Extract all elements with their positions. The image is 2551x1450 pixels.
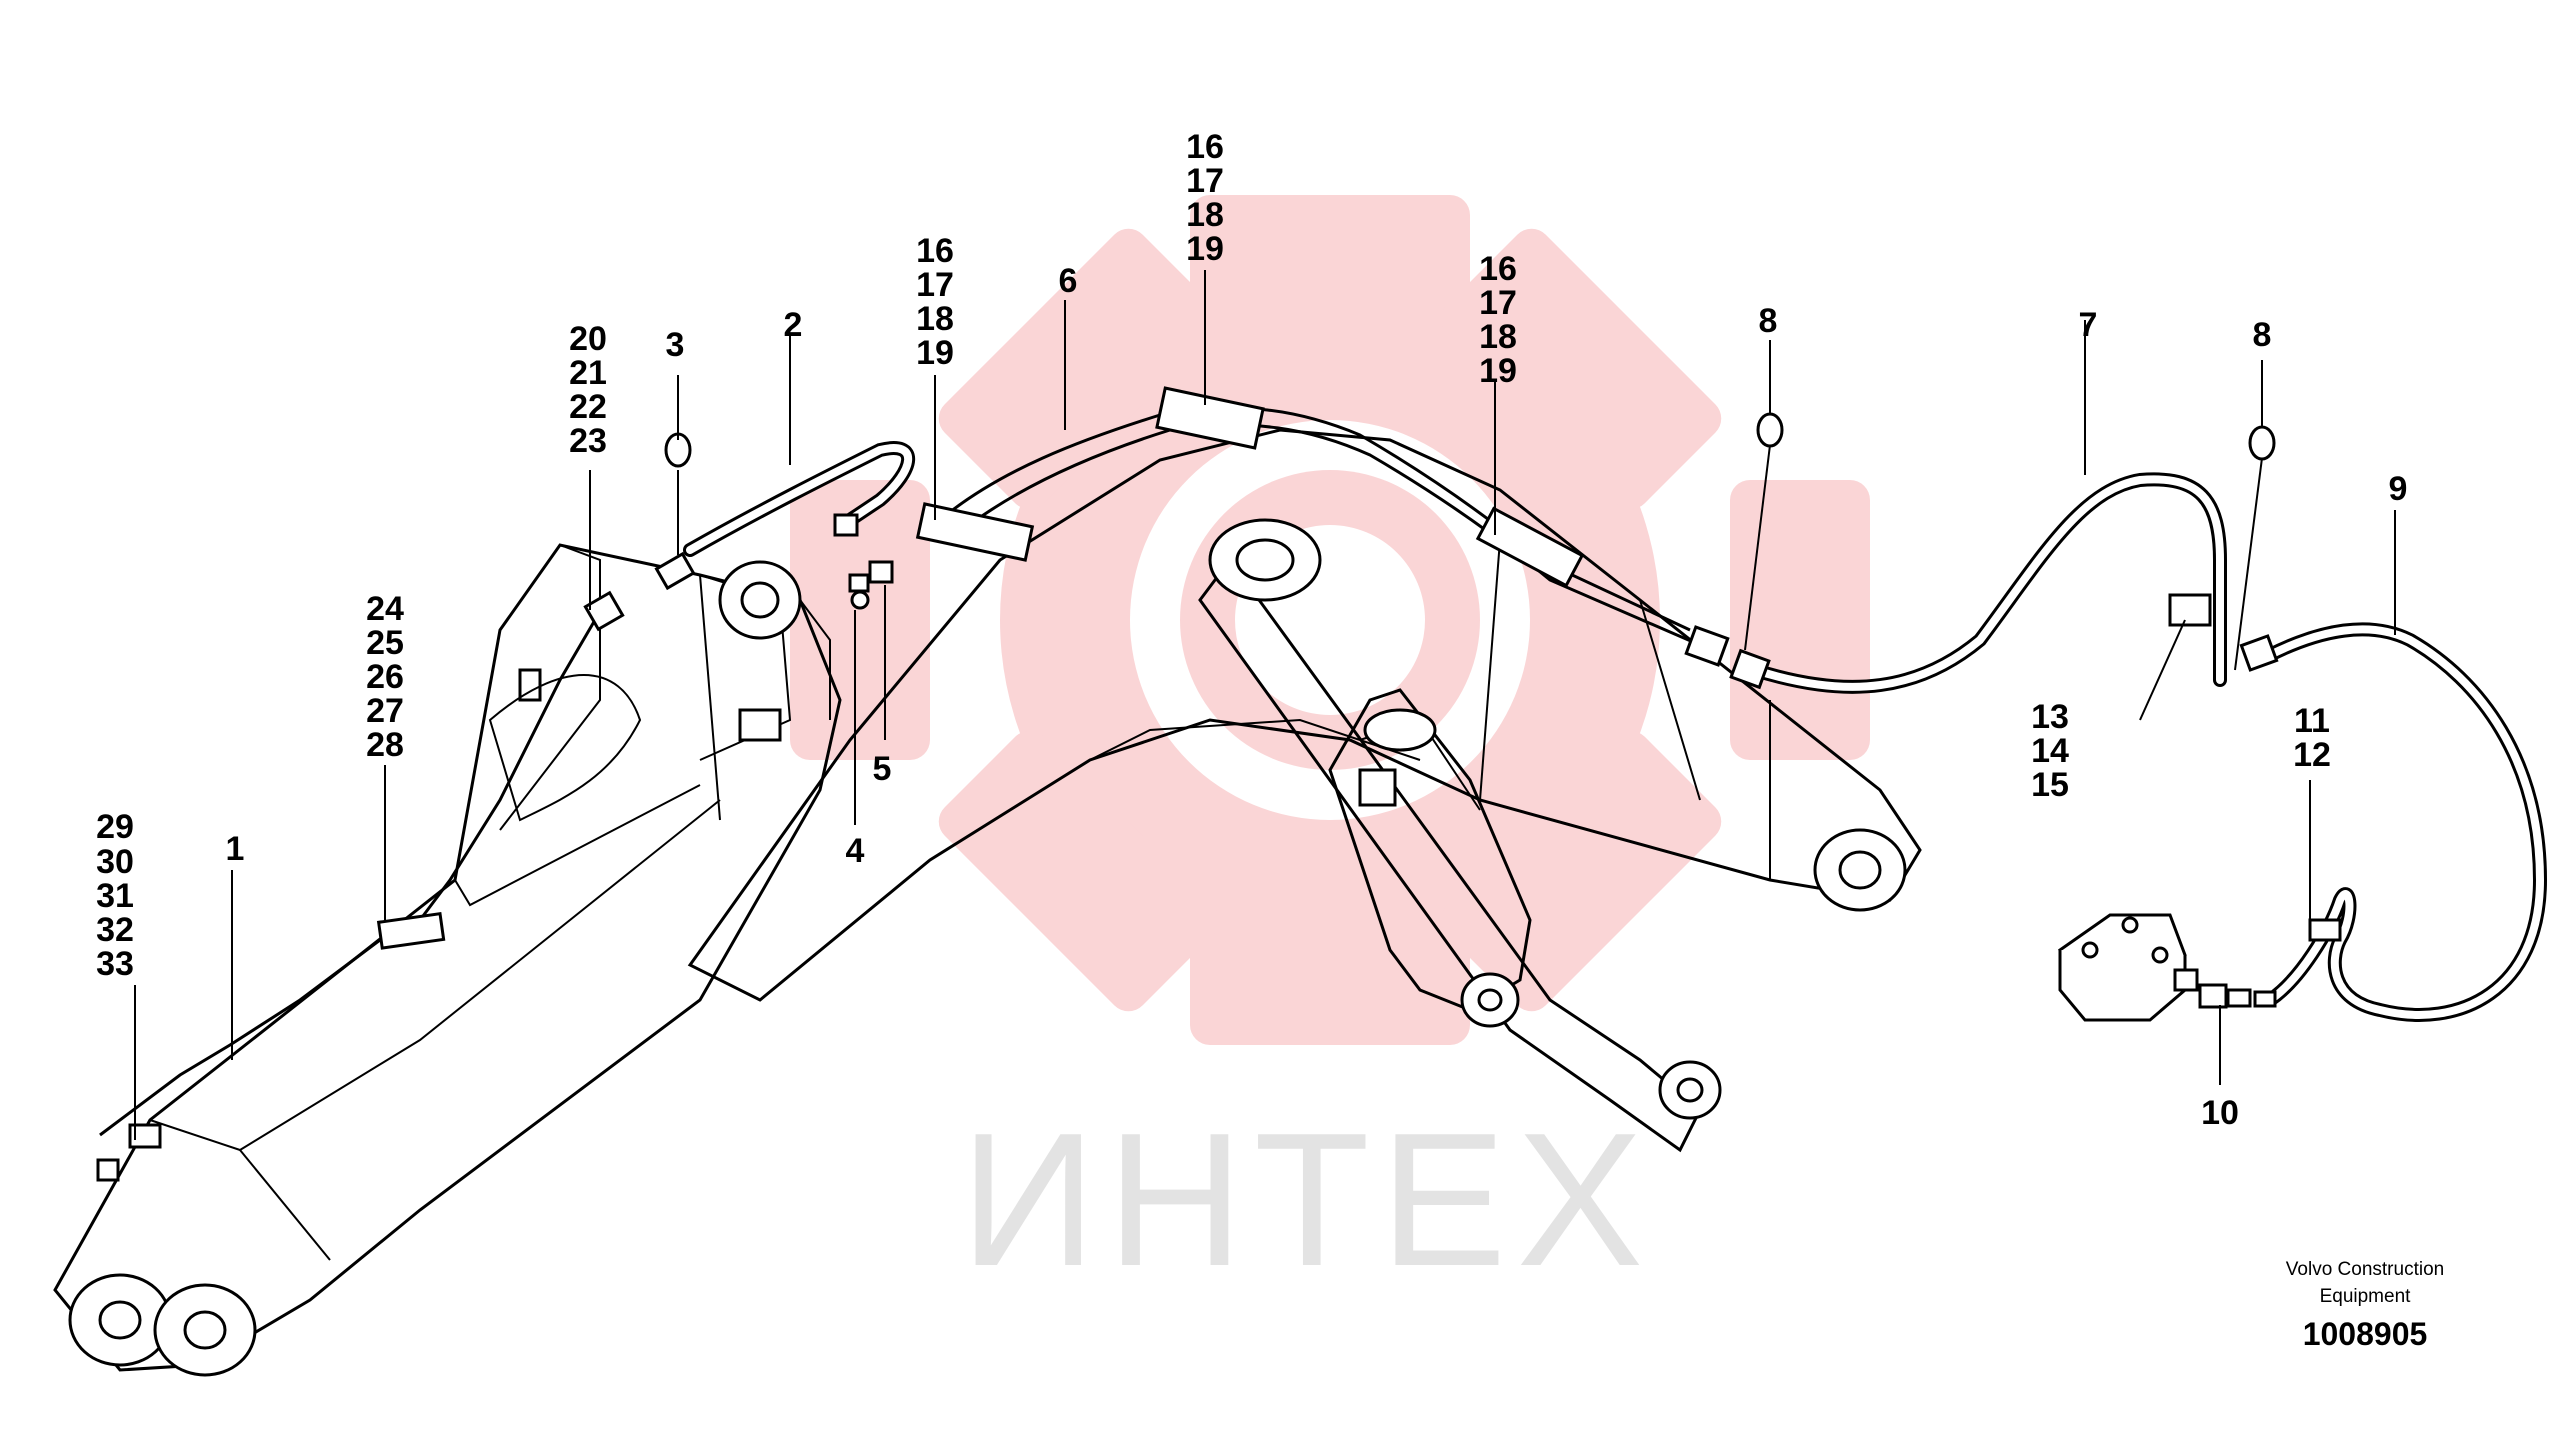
callout-17c: 17 [1479, 284, 1517, 322]
callout-8b: 8 [2253, 316, 2272, 354]
callout-19c: 19 [1479, 352, 1517, 390]
callout-28: 28 [366, 726, 404, 764]
o-ring-8b [2248, 425, 2276, 461]
callout-32: 32 [96, 911, 134, 949]
hose-6 [915, 386, 1730, 667]
callout-19a: 19 [916, 334, 954, 372]
callout-1: 1 [226, 830, 245, 868]
valve-block [2057, 913, 2199, 1022]
callout-8a: 8 [1759, 302, 1778, 340]
callout-6: 6 [1059, 262, 1078, 300]
callout-14: 14 [2031, 732, 2069, 770]
hose-9 [2239, 622, 2548, 1022]
credit-line-1: Volvo Construction [2286, 1259, 2444, 1280]
callout-3: 3 [666, 326, 685, 364]
callout-26: 26 [366, 658, 404, 696]
callout-33: 33 [96, 945, 134, 983]
callout-19b: 19 [1186, 230, 1224, 268]
callout-24: 24 [366, 590, 404, 628]
callout-18b: 18 [1186, 196, 1224, 234]
callout-17b: 17 [1186, 162, 1224, 200]
callout-27: 27 [366, 692, 404, 730]
callout-25: 25 [366, 624, 404, 662]
callout-23: 23 [569, 422, 607, 460]
arm-body [687, 428, 1922, 1002]
callout-17a: 17 [916, 266, 954, 304]
fittings-4-5 [848, 560, 894, 610]
hose-7 [1729, 472, 2227, 694]
callout-7: 7 [2079, 306, 2098, 344]
callout-21: 21 [569, 354, 607, 392]
callout-4: 4 [846, 832, 865, 870]
callout-9: 9 [2389, 470, 2408, 508]
document-number: 1008905 [2303, 1316, 2428, 1352]
callout-18a: 18 [916, 300, 954, 338]
callout-31: 31 [96, 877, 134, 915]
hose-2 [654, 441, 916, 591]
callout-16b: 16 [1186, 128, 1224, 166]
callout-11: 11 [2294, 702, 2330, 740]
callout-labels: 29 30 31 32 33 1 24 25 26 27 28 20 21 22… [96, 128, 2407, 1132]
bucket-cylinder [1328, 688, 1532, 1028]
callout-16c: 16 [1479, 250, 1517, 288]
callout-22: 22 [569, 388, 607, 426]
callout-2: 2 [784, 306, 803, 344]
arm-cylinder [1198, 518, 1722, 1153]
callout-15: 15 [2031, 766, 2069, 804]
watermark-text: ИНТЕХ [960, 1094, 1653, 1306]
callout-12: 12 [2293, 736, 2331, 774]
fitting-10 [2198, 983, 2277, 1009]
callout-5: 5 [873, 750, 892, 788]
hose-1 [96, 590, 625, 1182]
boom-body [53, 543, 842, 1377]
o-ring-8a [1756, 412, 1784, 448]
callout-29: 29 [96, 808, 134, 846]
callout-10: 10 [2201, 1094, 2239, 1132]
leader-lines [134, 270, 2396, 1140]
callout-20: 20 [569, 320, 607, 358]
credit-line-2: Equipment [2320, 1286, 2412, 1307]
callout-13: 13 [2031, 698, 2069, 736]
callout-16a: 16 [916, 232, 954, 270]
callout-18c: 18 [1479, 318, 1517, 356]
callout-30: 30 [96, 843, 134, 881]
